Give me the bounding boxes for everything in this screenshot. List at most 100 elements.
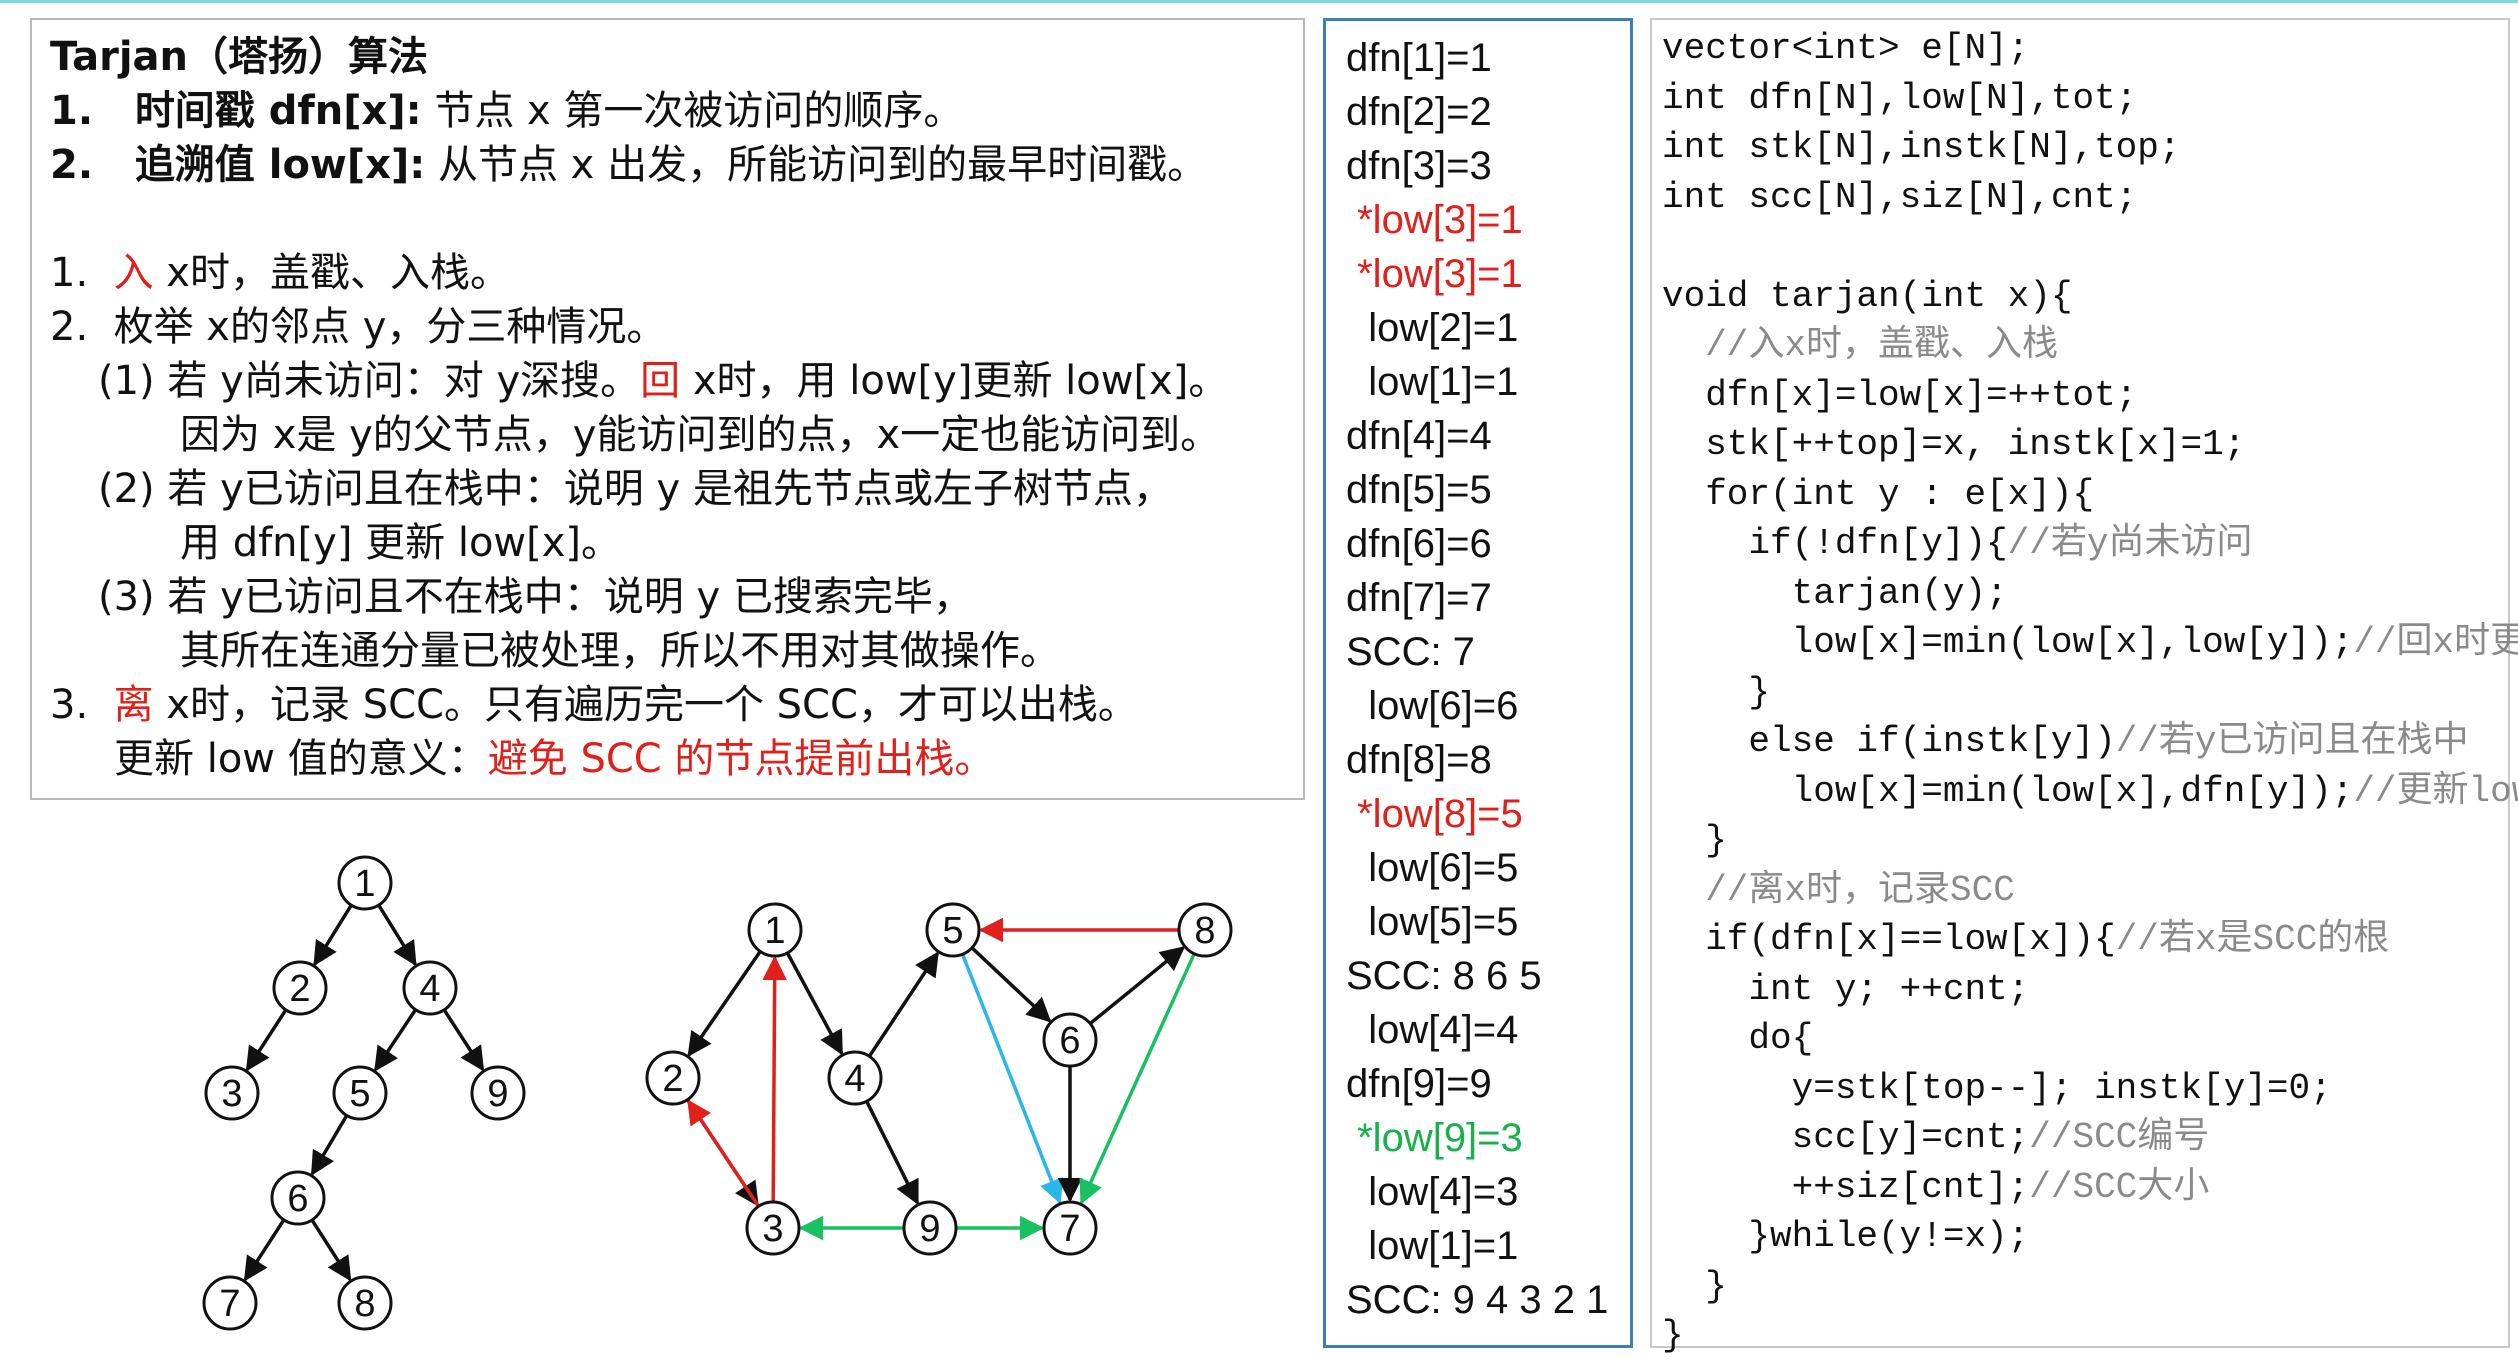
- graph-edge: [1079, 952, 1196, 1205]
- code-text: low[x]=min(low[x],low[y]);: [1662, 622, 2354, 663]
- trace-entry: low[5]=5: [1346, 900, 1519, 944]
- code-line: }while(y!=x);: [1662, 1212, 2508, 1262]
- code-text: tarjan(y);: [1662, 572, 2008, 614]
- code-line: stk[++top]=x, instk[x]=1;: [1662, 420, 2508, 470]
- code-line: dfn[x]=low[x]=++tot;: [1662, 371, 2508, 421]
- trace-entry: dfn[6]=6: [1346, 522, 1492, 566]
- trace-entry: SCC: 7: [1346, 630, 1475, 674]
- trace-entry: dfn[3]=3: [1346, 144, 1492, 188]
- def-number: 2.: [50, 142, 94, 188]
- blank-line: [50, 192, 1285, 246]
- code-text: for(int y : e[x]){: [1662, 473, 2095, 515]
- code-comment: //若y尚未访问: [2007, 523, 2253, 564]
- case-2-note: 用 dfn[y] 更新 low[x]。: [180, 520, 622, 566]
- graph-node: [747, 902, 803, 958]
- def-term: 追溯值 low[x]:: [134, 142, 426, 188]
- code-line: for(int y : e[x]){: [1662, 470, 2508, 520]
- node-label: 7: [219, 1283, 240, 1325]
- code-text: }: [1662, 671, 1771, 713]
- code-line: int scc[N],siz[N],cnt;: [1662, 173, 2508, 223]
- code-text: }: [1662, 1265, 1727, 1307]
- code-comment: //若x是SCC的根: [2115, 919, 2390, 960]
- def-number: 1.: [50, 88, 94, 134]
- node-label: 4: [419, 968, 440, 1010]
- code-text: ++siz[cnt];: [1662, 1166, 2030, 1208]
- code-line: low[x]=min(low[x],dfn[y]);//更新low: [1662, 767, 2518, 817]
- code-text: void tarjan(int x){: [1662, 275, 2073, 317]
- node-label: 3: [762, 1208, 783, 1250]
- code-comment: //更新low: [2353, 770, 2518, 812]
- case-3: (3) 若 y已访问且不在栈中：说明 y 已搜索完毕，: [98, 574, 973, 620]
- graph-node: [645, 1050, 701, 1106]
- case-keyword: 回: [640, 358, 681, 404]
- note-text: 更新 low 值的意义：: [114, 736, 488, 782]
- graph-node: [745, 1200, 801, 1256]
- graph-node: [272, 960, 328, 1016]
- code-text: //入x时，盖戳、入栈: [1662, 325, 2059, 366]
- graph-edge: [310, 1218, 352, 1282]
- node-label: 4: [844, 1058, 865, 1100]
- code-text: int scc[N],siz[N],cnt;: [1662, 176, 2138, 218]
- graph-node: [1042, 1012, 1098, 1068]
- code-text: dfn[x]=low[x]=++tot;: [1662, 374, 2138, 416]
- def-term: 时间戳 dfn[x]:: [134, 88, 422, 134]
- graph-node: [337, 1275, 393, 1331]
- node-label: 8: [1194, 910, 1215, 952]
- graph-edge: [377, 904, 417, 967]
- code-line: if(dfn[x]==low[x]){//若x是SCC的根: [1662, 915, 2508, 965]
- code-line-blank: [1662, 222, 2508, 272]
- code-text: }: [1662, 1315, 1684, 1356]
- graph-edge: [374, 1008, 418, 1072]
- node-label: 5: [942, 910, 963, 952]
- graph-node: [270, 1170, 326, 1226]
- graph-edge: [865, 1100, 920, 1206]
- step-enter: 1. 入 x时，盖戳、入栈。: [50, 246, 1285, 300]
- trace-entry: dfn[9]=9: [1346, 1062, 1492, 1106]
- code-comment: //SCC大小: [2029, 1166, 2210, 1208]
- trace-entry: dfn[1]=1: [1346, 36, 1492, 80]
- graph-edge: [785, 952, 844, 1056]
- trace-entry: low[6]=5: [1346, 846, 1519, 890]
- code-line: ++siz[cnt];//SCC大小: [1662, 1163, 2508, 1213]
- step-number: 3.: [50, 682, 114, 728]
- explanation-panel: Tarjan（塔扬）算法 1. 时间戳 dfn[x]: 节点 x 第一次被访问的…: [30, 18, 1305, 800]
- code-comment: //回x时更新low: [2353, 622, 2518, 663]
- graph-node: [1177, 902, 1233, 958]
- step-enumerate: 2. 枚举 x的邻点 y，分三种情况。: [50, 304, 667, 350]
- code-comment: //若y已访问且在栈中: [2115, 721, 2469, 762]
- node-label: 3: [221, 1073, 242, 1115]
- code-text: else if(instk[y]): [1662, 721, 2116, 762]
- graph-edge: [687, 950, 762, 1057]
- step-leave-note: 更新 low 值的意义：避免 SCC 的节点提前出栈。: [50, 732, 1285, 786]
- code-line: int stk[N],instk[N],top;: [1662, 123, 2508, 173]
- code-text: stk[++top]=x, instk[x]=1;: [1662, 424, 2246, 465]
- note-highlight: 避免 SCC 的节点提前出栈。: [487, 736, 995, 782]
- code-comment: //SCC编号: [2029, 1117, 2210, 1158]
- node-label: 5: [349, 1073, 370, 1115]
- trace-entry: low[2]=1: [1346, 306, 1519, 350]
- graph-node: [332, 1065, 388, 1121]
- graph-node: [1042, 1200, 1098, 1256]
- case-2: (2) 若 y已访问且在栈中：说明 y 是祖先节点或左子树节点，: [98, 466, 1173, 512]
- node-label: 9: [919, 1208, 940, 1250]
- graph-edge: [1089, 946, 1186, 1025]
- node-label: 8: [354, 1283, 375, 1325]
- graph-node: [902, 1200, 958, 1256]
- trace-entry: SCC: 8 6 5: [1346, 954, 1542, 998]
- trace-entry: *low[9]=3: [1346, 1116, 1523, 1160]
- graph-node: [202, 1275, 258, 1331]
- case-1-note: 因为 x是 y的父节点，y能访问到的点，x一定也能访问到。: [180, 412, 1221, 458]
- trace-entry: dfn[2]=2: [1346, 90, 1492, 134]
- graph-edge: [442, 1008, 485, 1072]
- code-text: scc[y]=cnt;: [1662, 1117, 2030, 1158]
- graph-node: [204, 1065, 260, 1121]
- trace-entry: SCC: 9 4 3 2 1: [1346, 1278, 1609, 1322]
- code-text: y=stk[top--]; instk[y]=0;: [1662, 1067, 2332, 1109]
- trace-entry: low[4]=3: [1346, 1170, 1519, 1214]
- code-comment: //入x时，盖戳、入栈: [1662, 321, 2508, 371]
- def-text: 节点 x 第一次被访问的顺序。: [421, 88, 964, 134]
- code-line: vector<int> e[N];: [1662, 24, 2508, 74]
- trace-entry: low[4]=4: [1346, 1008, 1519, 1052]
